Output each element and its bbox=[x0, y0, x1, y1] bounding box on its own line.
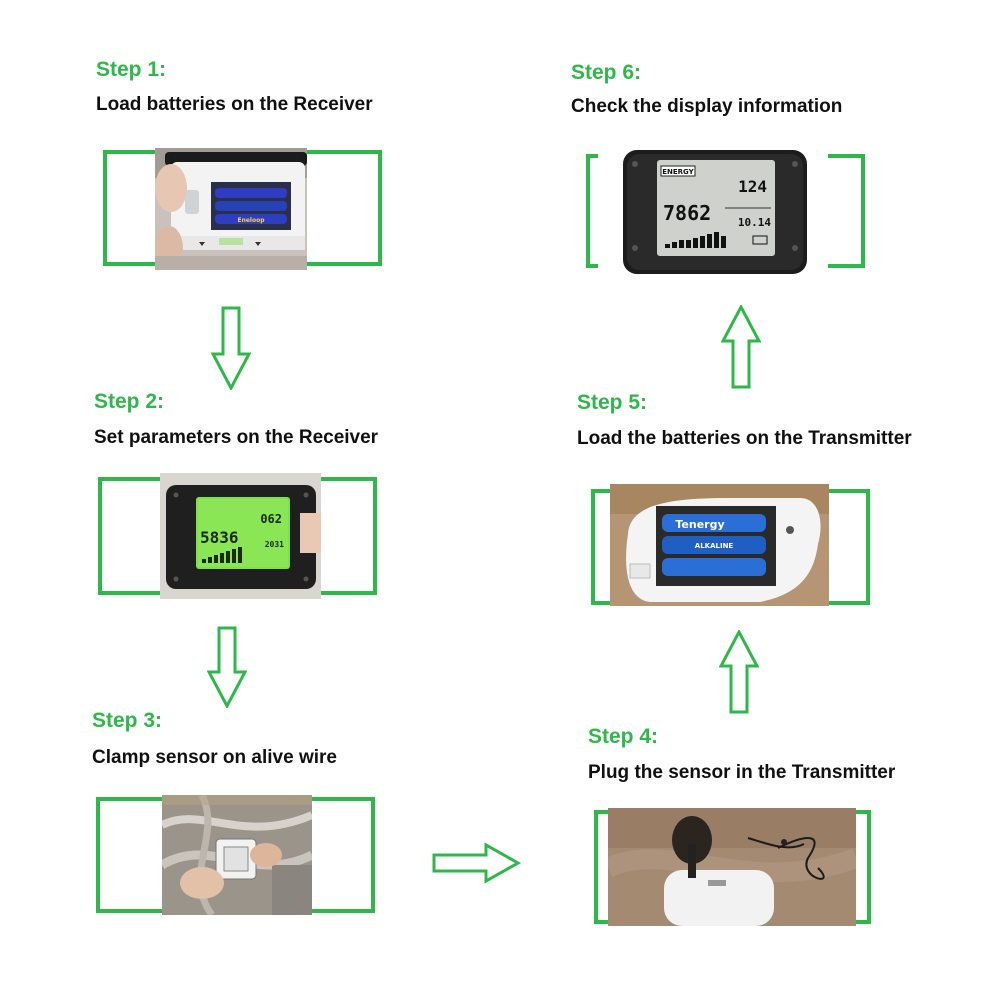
transmitter-battery-brand-text: Tenergy bbox=[675, 518, 724, 531]
battery-label-text: Eneloop bbox=[237, 217, 265, 224]
step-2-title: Step 2: bbox=[94, 390, 165, 413]
step-6-display-top-value: 124 bbox=[738, 177, 767, 196]
step-6-photo-energy-display: ENERGY 124 7862 10.14 bbox=[621, 148, 809, 276]
step-2-display-main-value: 5836 bbox=[200, 528, 239, 547]
step-1-title: Step 1: bbox=[96, 58, 167, 81]
step-2-description: Set parameters on the Receiver bbox=[94, 427, 379, 448]
step-2-display-top-value: 062 bbox=[260, 512, 282, 526]
step-4-title: Step 4: bbox=[588, 725, 659, 748]
step-6-bracket-left bbox=[586, 154, 598, 268]
energy-brand-label: ENERGY bbox=[662, 168, 694, 176]
arrow-down-1-to-2 bbox=[211, 306, 251, 390]
step-1-photo-receiver-batteries: Eneloop bbox=[155, 148, 307, 270]
step-1-description: Load batteries on the Receiver bbox=[96, 94, 373, 115]
transmitter-battery-type-text: ALKALINE bbox=[695, 542, 734, 550]
arrow-up-5-to-6 bbox=[721, 305, 761, 389]
arrow-right-3-to-4 bbox=[432, 842, 522, 884]
arrow-up-4-to-5 bbox=[719, 630, 759, 714]
step-6-title: Step 6: bbox=[571, 61, 642, 84]
step-6-display-small-value: 10.14 bbox=[738, 216, 771, 229]
step-5-description: Load the batteries on the Transmitter bbox=[577, 428, 912, 449]
step-4-photo-plug-sensor bbox=[608, 808, 856, 926]
step-4-description: Plug the sensor in the Transmitter bbox=[588, 762, 896, 783]
step-5-photo-transmitter-batteries: Tenergy ALKALINE bbox=[610, 484, 829, 606]
step-3-description: Clamp sensor on alive wire bbox=[92, 747, 337, 768]
step-6-bracket-right bbox=[828, 154, 865, 268]
step-3-title: Step 3: bbox=[92, 709, 163, 732]
step-6-display-main-value: 7862 bbox=[663, 201, 711, 225]
arrow-down-2-to-3 bbox=[207, 626, 247, 708]
step-3-photo-clamp-sensor bbox=[162, 795, 312, 915]
step-2-display-small-value: 2031 bbox=[265, 540, 284, 549]
step-2-photo-receiver-display: 062 5836 2031 bbox=[160, 473, 321, 599]
step-5-title: Step 5: bbox=[577, 391, 648, 414]
step-6-description: Check the display information bbox=[571, 96, 843, 117]
